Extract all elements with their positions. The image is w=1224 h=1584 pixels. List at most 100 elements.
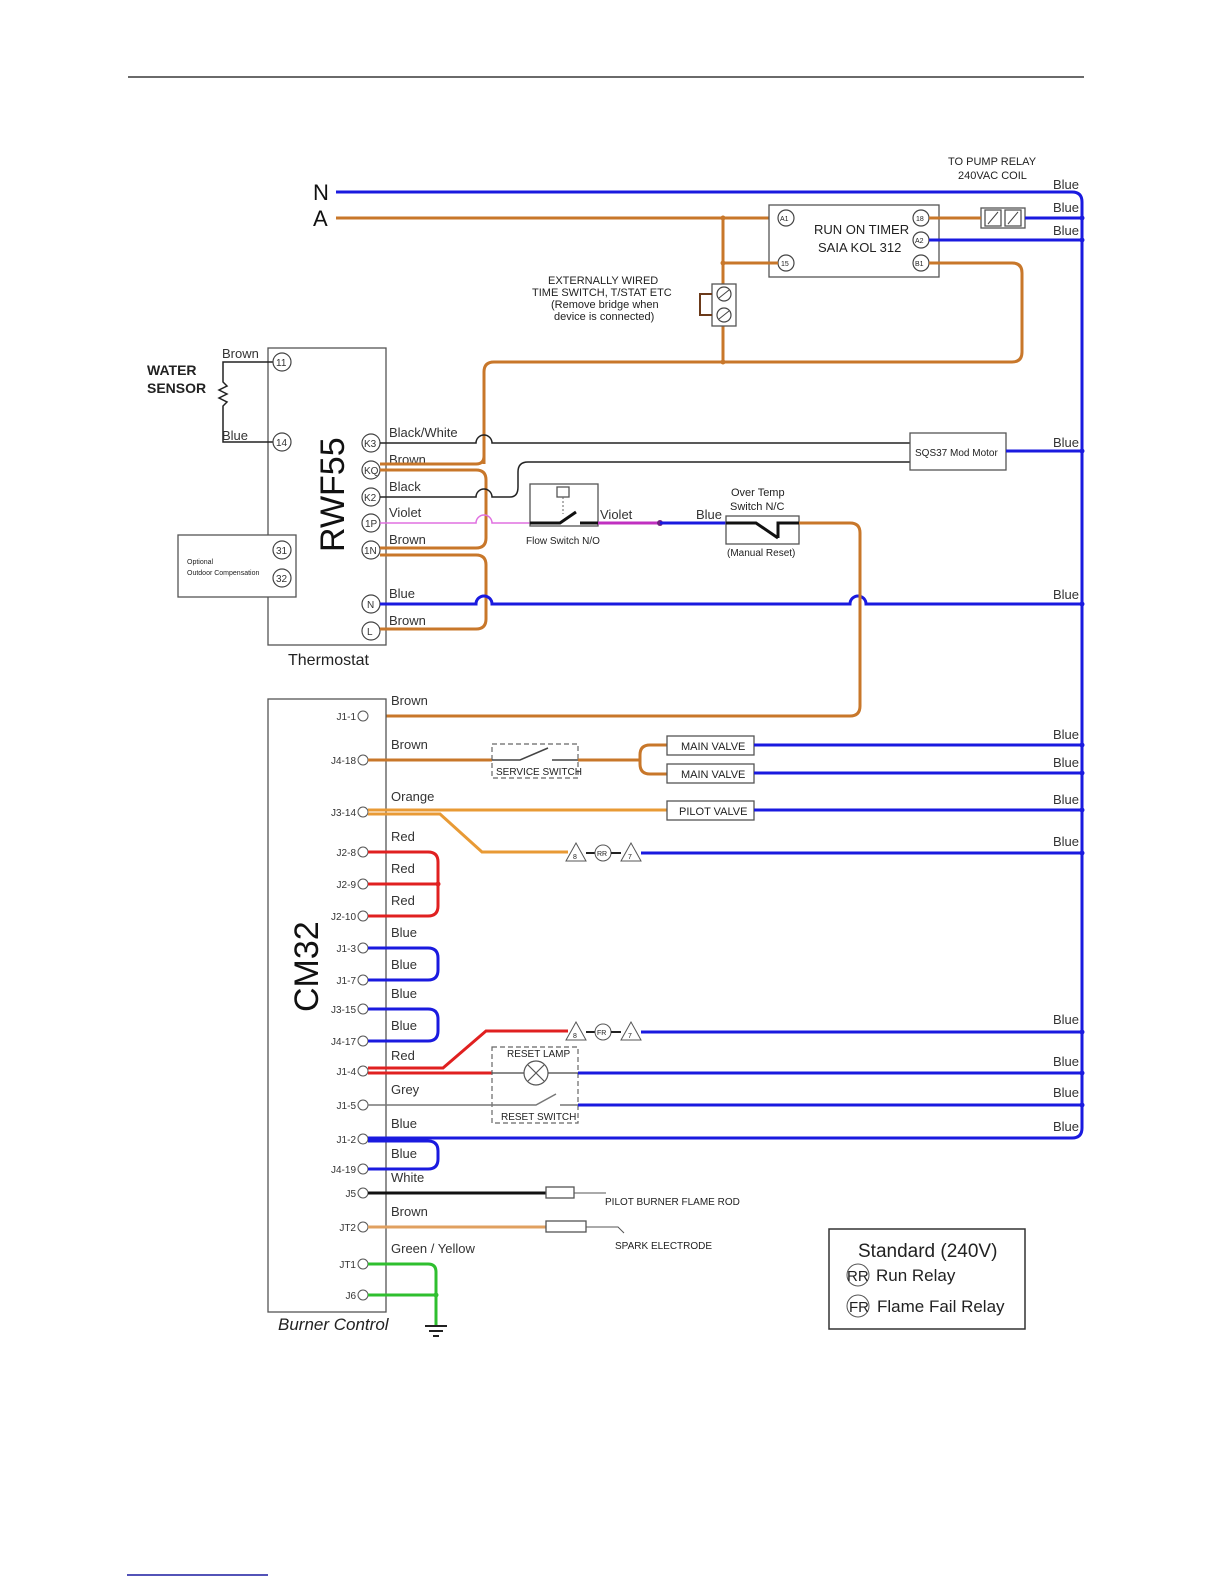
cm32-wire-label: Blue <box>391 1146 417 1161</box>
cm32-terminal-j1-1 <box>357 710 369 722</box>
over-temp-wire-label: Blue <box>696 507 722 522</box>
water-sensor-label-2: SENSOR <box>147 380 206 396</box>
neutral-rail-wire <box>336 190 1084 1140</box>
flow-switch-contact <box>530 510 598 525</box>
run-on-timer-model: SAIA KOL 312 <box>818 240 901 255</box>
flow-switch-wire-label: Violet <box>600 507 633 522</box>
rr-pin-in: 8 <box>573 854 577 861</box>
j1-3-j1-7-link <box>368 946 440 982</box>
service-switch-box <box>491 743 579 779</box>
timer-terminal-18: 18 <box>916 216 924 223</box>
thermostat-neutral-wire <box>380 594 1082 606</box>
bus-label: Blue <box>1053 755 1079 770</box>
terminal-l: L <box>367 627 373 638</box>
cm32-terminal-j1-4 <box>357 1065 369 1077</box>
cm32-wire-label: Grey <box>391 1082 420 1097</box>
bus-label: Blue <box>1053 834 1079 849</box>
run-relay-symbol: 8 RR 7 <box>565 841 642 862</box>
cm32-wire-label: Brown <box>391 1204 428 1219</box>
flow-switch-label: Flow Switch N/O <box>526 536 600 547</box>
legend-fr-code: FR <box>849 1299 869 1316</box>
reset-switch-label: RESET SWITCH <box>501 1112 576 1123</box>
cm32-terminal-j2-8 <box>357 846 369 858</box>
legend-rr-label: Run Relay <box>876 1266 956 1285</box>
cm32-terminal-label: J1-3 <box>337 944 357 955</box>
bus-junctions <box>1079 215 1085 1108</box>
cm32-terminal-label: J1-5 <box>337 1101 357 1112</box>
k3-wire <box>380 434 910 444</box>
bus-label: Blue <box>1053 792 1079 807</box>
thermostat-caption: Thermostat <box>288 652 369 669</box>
mod-motor-label: SQS37 Mod Motor <box>915 448 998 459</box>
cm32-wire-label: Orange <box>391 789 434 804</box>
cm32-wire-label: Green / Yellow <box>391 1241 475 1256</box>
cm32-terminal-jt1 <box>357 1258 369 1270</box>
j3-14-rr-wire <box>368 812 568 854</box>
pump-relay-label-1: TO PUMP RELAY <box>948 156 1037 168</box>
1n-l-link <box>380 553 488 631</box>
wire-label: Brown <box>389 532 426 547</box>
burner-control-box <box>267 698 387 1313</box>
cm32-terminal-label: J1-4 <box>337 1067 357 1078</box>
run-on-timer-box <box>768 204 940 278</box>
cm32-wire-label: Blue <box>391 957 417 972</box>
kq-1n-link <box>380 468 488 550</box>
cm32-wire-label: Red <box>391 861 415 876</box>
cm32-terminal-label: J3-14 <box>331 808 356 819</box>
bus-label: Blue <box>1053 1085 1079 1100</box>
cm32-terminal-j1-5 <box>357 1099 369 1111</box>
cm32-terminal-j5 <box>357 1187 369 1199</box>
over-temp-label-2: Switch N/C <box>730 501 784 513</box>
burner-control-terminals: J1-1BrownJ4-18BrownJ3-14OrangeJ2-8RedJ2-… <box>331 693 475 1302</box>
cm32-terminal-label: J4-18 <box>331 756 356 767</box>
wire-label: Blue <box>389 586 415 601</box>
fr-code: FR <box>597 1030 606 1037</box>
spark-electrode-label: SPARK ELECTRODE <box>615 1241 712 1252</box>
cm32-terminal-j6 <box>357 1289 369 1301</box>
burner-control-model: CM32 <box>288 921 326 1012</box>
cm32-terminal-j1-7 <box>357 974 369 986</box>
external-switch-label: EXTERNALLY WIRED TIME SWITCH, T/STAT ETC… <box>532 275 672 323</box>
j1-5-reset-switch-wire <box>368 1093 578 1106</box>
bus-label: Blue <box>1053 1054 1079 1069</box>
terminal-k3: K3 <box>364 439 377 450</box>
k2-wire <box>380 461 910 498</box>
j1-4-fr-wire <box>368 1029 568 1070</box>
mod-motor-box <box>909 432 1007 471</box>
over-temp-contact <box>726 521 799 540</box>
bus-label: Blue <box>1053 177 1079 192</box>
water-sensor-wire-bottom: Blue <box>222 428 248 443</box>
cm32-wire-label: Blue <box>391 1018 417 1033</box>
cm32-terminal-j1-2 <box>357 1133 369 1145</box>
fr-pin-out: 7 <box>628 1033 632 1040</box>
wire-label: Black <box>389 479 421 494</box>
reset-lamp-label: RESET LAMP <box>507 1049 570 1060</box>
earth-icon <box>425 1325 447 1337</box>
over-temp-label-1: Over Temp <box>731 487 785 499</box>
terminal-k2: K2 <box>364 493 377 504</box>
ext-switch-line: EXTERNALLY WIRED <box>548 275 658 287</box>
active-rail-label: A <box>313 206 328 231</box>
over-temp-note: (Manual Reset) <box>727 548 795 559</box>
bus-label: Blue <box>1053 435 1079 450</box>
timer-terminal-a1: A1 <box>780 216 789 223</box>
timer-terminal-15: 15 <box>781 261 789 268</box>
flame-rod-icon <box>545 1186 575 1199</box>
flame-fail-relay-symbol: 8 FR 7 <box>565 1020 642 1041</box>
thermostat-wire-labels: Black/White Brown Black Violet Brown Blu… <box>389 425 458 628</box>
thermostat-terminal-31: 31 <box>276 546 288 557</box>
bus-label: Blue <box>1053 200 1079 215</box>
cm32-terminal-label: J4-17 <box>331 1037 356 1048</box>
pump-relay-label-2: 240VAC COIL <box>958 170 1027 182</box>
wire-label: Violet <box>389 505 422 520</box>
ext-switch-line: TIME SWITCH, T/STAT ETC <box>532 287 672 299</box>
cm32-terminal-label: J4-19 <box>331 1165 356 1176</box>
cm32-terminal-j4-17 <box>357 1035 369 1047</box>
cm32-terminal-label: JT1 <box>339 1260 356 1271</box>
water-sensor-wire-top: Brown <box>222 346 259 361</box>
cm32-terminal-j2-9 <box>357 878 369 890</box>
legend-rr-code: RR <box>847 1268 869 1285</box>
terminal-n: N <box>367 600 374 611</box>
cm32-terminal-label: J2-9 <box>337 880 357 891</box>
